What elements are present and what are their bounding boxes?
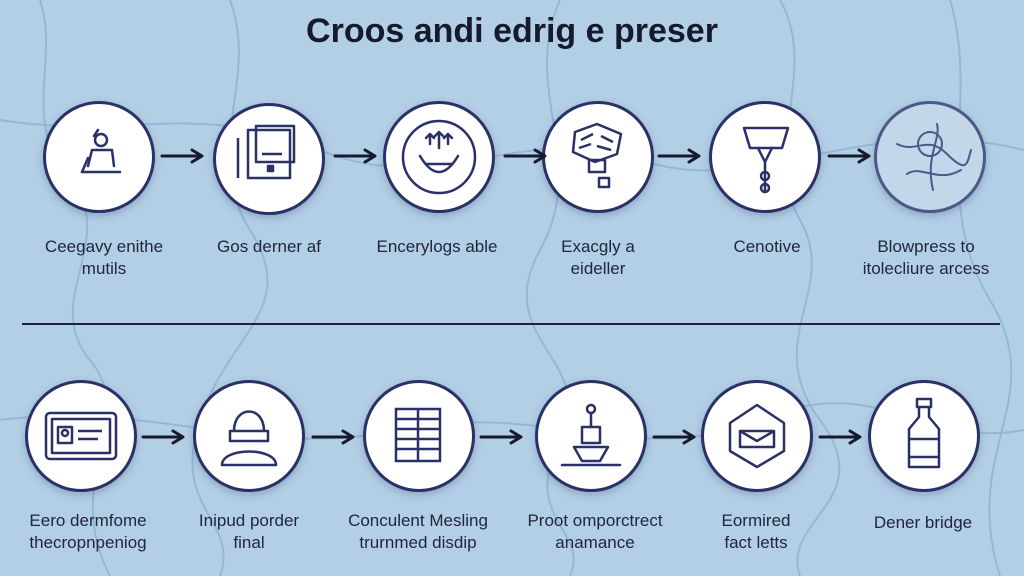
arrow-right-icon [333,148,377,164]
page-title: Croos andi edrig e preser [306,12,718,50]
step-node-1-6 [874,101,986,213]
arrow-right-icon [503,148,547,164]
section-divider [22,323,1000,325]
person-bust-icon [220,410,278,467]
arrow-right-icon [818,429,862,445]
arrow-right-icon [827,148,871,164]
arrow-right-icon [652,429,696,445]
step-label-1-5: Cenotive [733,237,801,256]
step-node-1-4 [542,101,654,213]
step-node-1-5 [709,101,821,213]
arrow-right-icon [479,429,523,445]
step-node-2-2 [193,380,305,492]
scale-tool-icon [742,126,790,194]
step-node-2-1 [25,380,137,492]
step-label-1-3: Encerylogs able [376,237,498,256]
step-node-2-6 [868,380,980,492]
arrow-right-icon [141,429,185,445]
step-node-1-1 [43,101,155,213]
id-card-icon [44,411,118,461]
step-label-1-2: Gos derner af [217,237,321,256]
step-label-2-6: Dener bridge [873,513,973,532]
bottle-icon [907,397,941,469]
funnel-arrows-icon [401,119,477,195]
map-globe-icon [896,123,972,191]
step-node-2-4 [535,380,647,492]
server-rack-icon [394,407,442,463]
arrow-right-icon [657,148,701,164]
step-node-2-5 [701,380,813,492]
step-node-2-3 [363,380,475,492]
document-stack-icon [571,122,623,189]
arrow-right-icon [311,429,355,445]
tripod-platform-icon [560,403,622,467]
monitor-icon [236,124,296,180]
arrow-right-icon [160,148,204,164]
step-node-1-2 [213,103,325,215]
envelope-hexagon-icon [728,403,786,469]
person-at-desk-icon [80,128,122,174]
step-node-1-3 [383,101,495,213]
